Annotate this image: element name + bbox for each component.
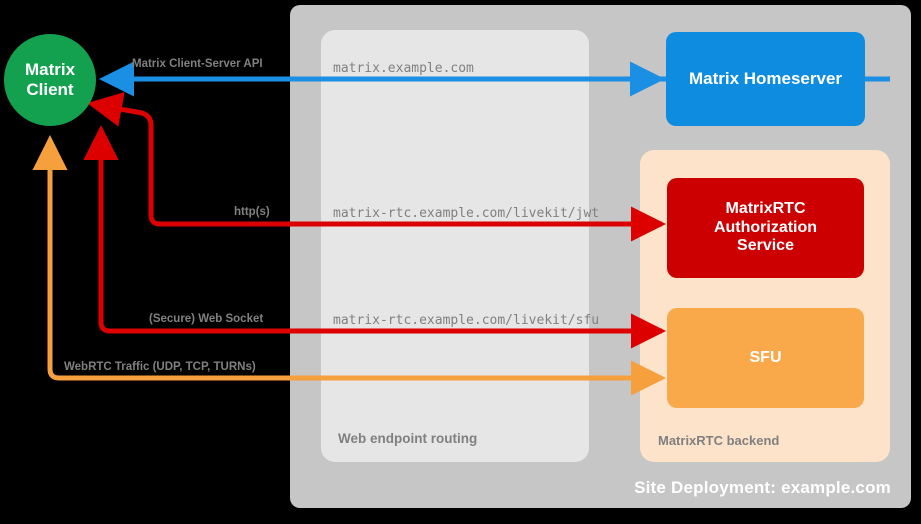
node-matrix-client[interactable]: Matrix Client (4, 34, 96, 126)
node-matrixrtc-authorization-service-label: MatrixRTC Authorization Service (713, 199, 818, 255)
node-matrix-homeserver[interactable]: Matrix Homeserver (666, 32, 865, 126)
node-sfu-label: SFU (749, 348, 782, 366)
endpoint-matrix-example-com: matrix.example.com (333, 61, 474, 76)
node-sfu[interactable]: SFU (667, 308, 864, 408)
node-matrix-client-label: Matrix Client (24, 60, 76, 99)
label-webrtc-traffic: WebRTC Traffic (UDP, TCP, TURNs) (64, 361, 256, 373)
web-endpoint-routing-label: Web endpoint routing (338, 431, 478, 446)
site-deployment-label: Site Deployment: example.com (634, 478, 891, 497)
matrixrtc-backend-label: MatrixRTC backend (658, 433, 780, 448)
endpoint-livekit-sfu: matrix-rtc.example.com/livekit/sfu (333, 313, 600, 328)
node-matrixrtc-authorization-service[interactable]: MatrixRTC Authorization Service (667, 178, 864, 278)
node-matrix-homeserver-label: Matrix Homeserver (688, 68, 843, 88)
label-matrix-client-server-api: Matrix Client-Server API (132, 58, 263, 70)
label-https: http(s) (234, 206, 270, 218)
label-secure-web-socket: (Secure) Web Socket (149, 313, 264, 325)
endpoint-livekit-jwt: matrix-rtc.example.com/livekit/jwt (333, 206, 600, 221)
web-endpoint-routing-container: Web endpoint routing (321, 30, 589, 462)
